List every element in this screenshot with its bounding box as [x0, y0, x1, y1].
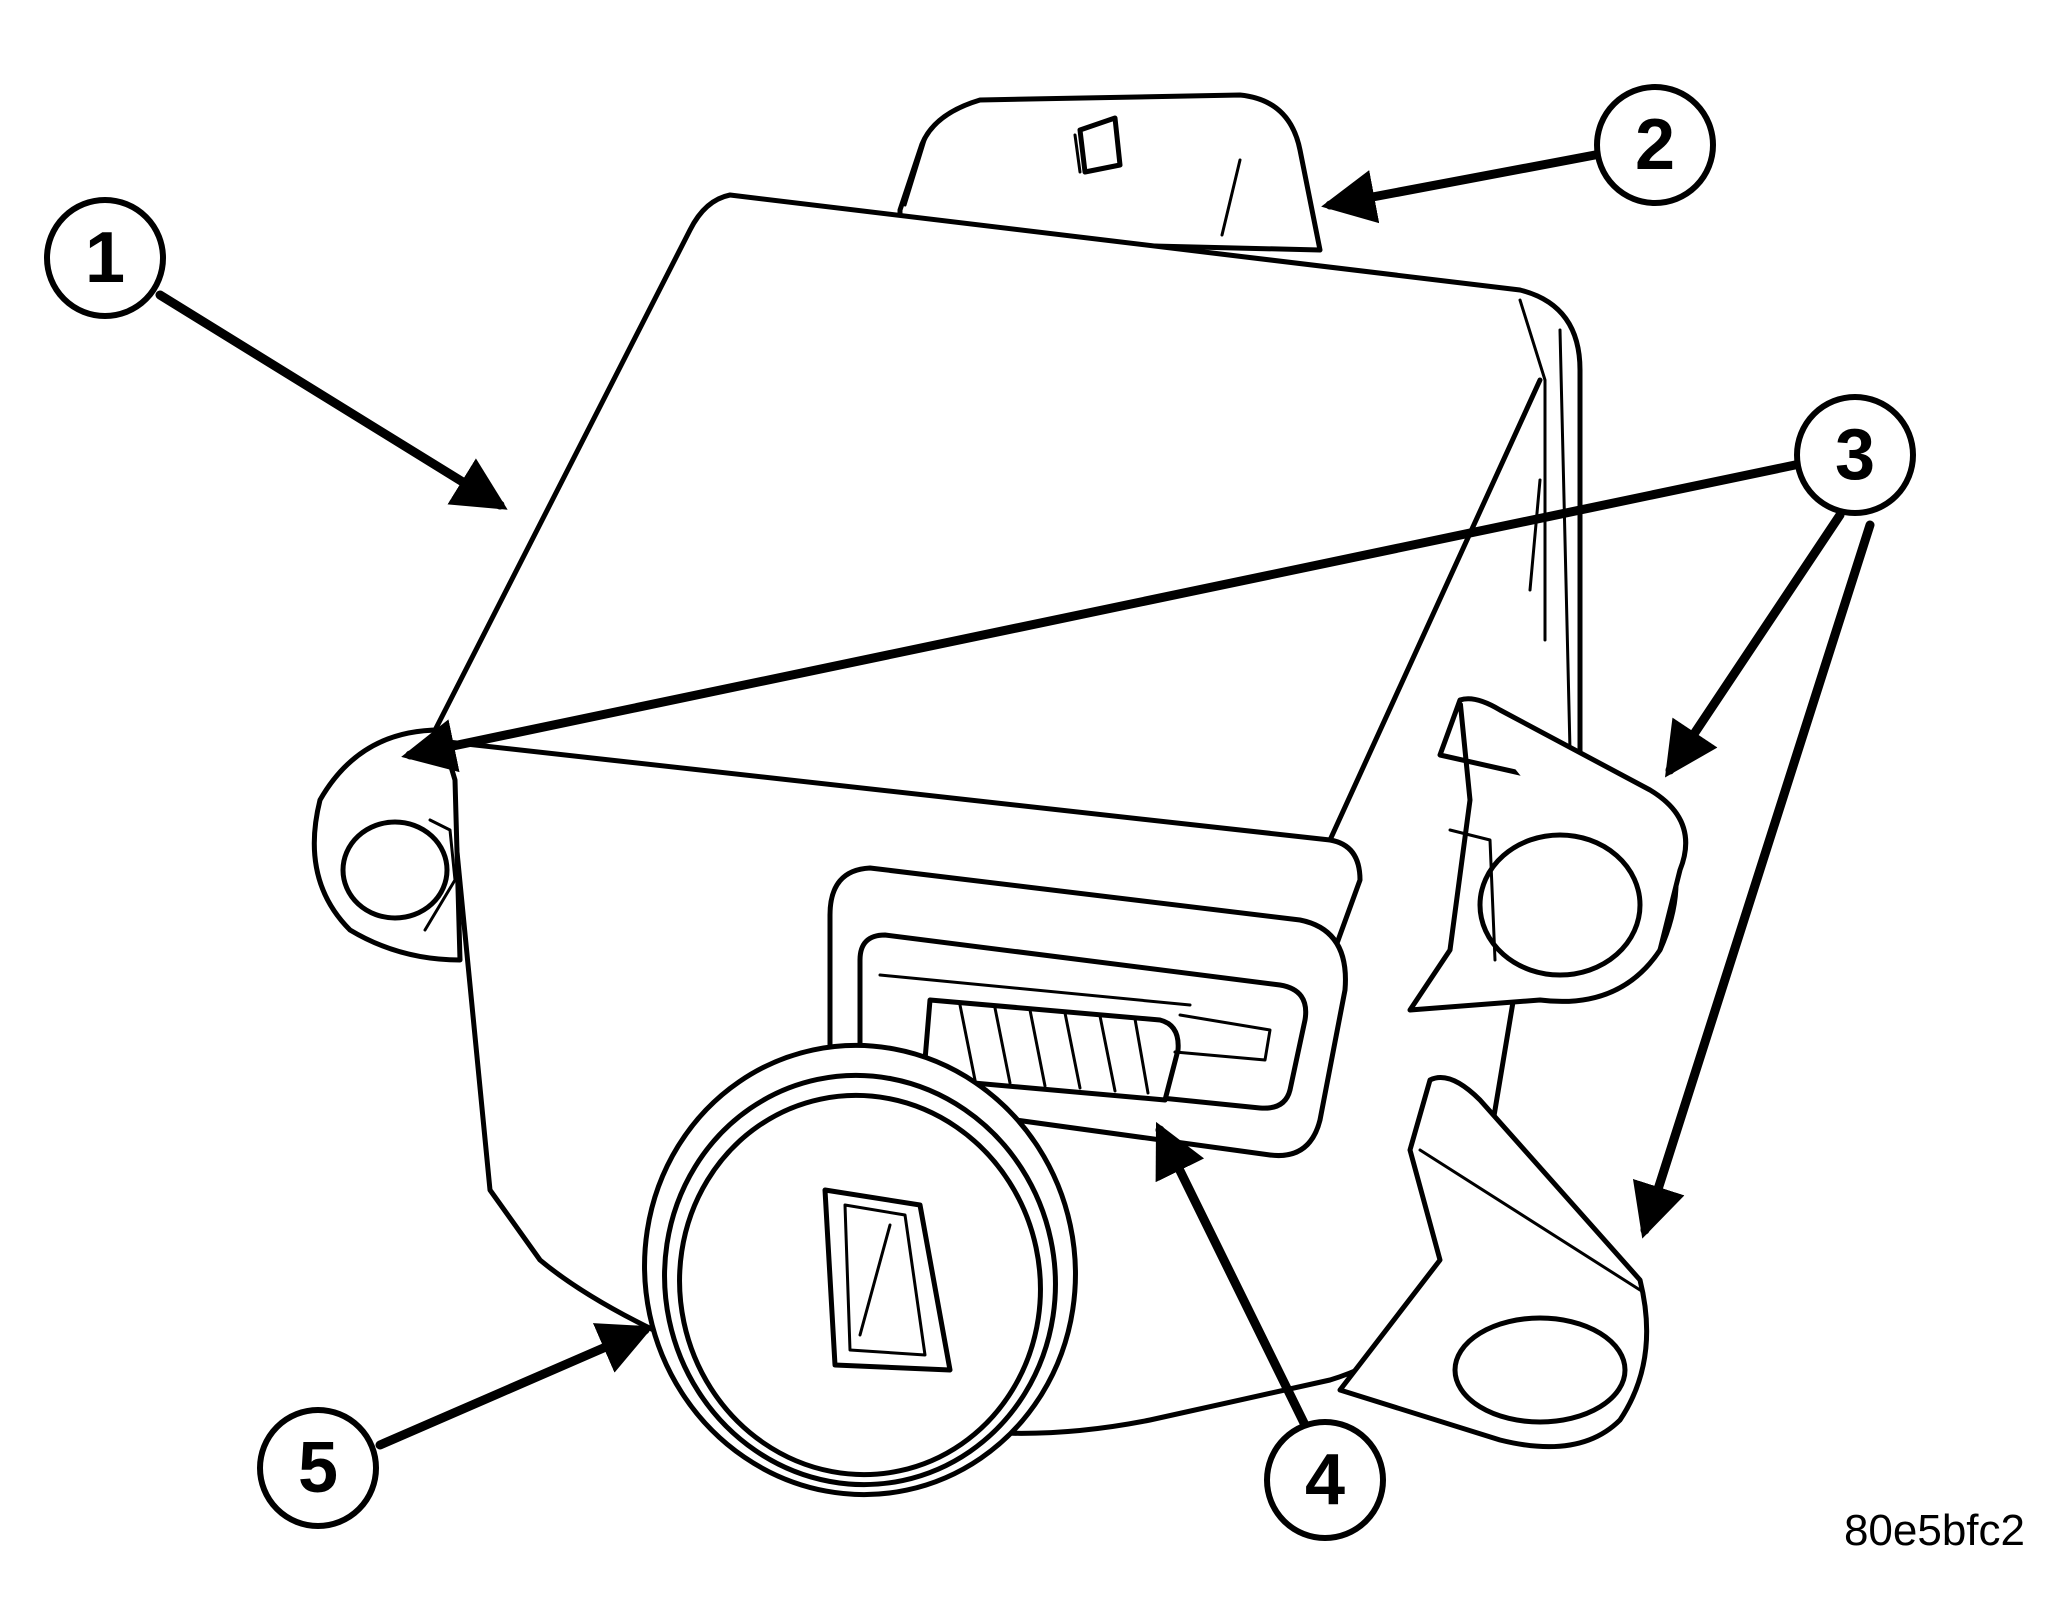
leader-lines — [155, 150, 1875, 1450]
top-connector — [897, 92, 1323, 253]
callout-5: 5 — [257, 1407, 379, 1529]
wiring-connector — [827, 865, 1348, 1159]
callout-2-number: 2 — [1635, 105, 1675, 185]
leader-arrow-3a — [401, 460, 1800, 773]
leader-arrow-2 — [1321, 150, 1600, 224]
callout-4-number: 4 — [1305, 1440, 1345, 1520]
lower-right-mounting-ear — [1337, 1075, 1650, 1450]
leader-arrow-3b — [1665, 510, 1845, 778]
left-mounting-ear — [311, 727, 463, 963]
leader-arrow-4 — [1155, 1121, 1310, 1430]
callout-5-number: 5 — [298, 1428, 338, 1508]
callout-1: 1 — [44, 197, 166, 319]
sensor-face — [642, 1042, 1078, 1498]
figure-id-code: 80e5bfc2 — [1844, 1506, 2025, 1555]
callout-3: 3 — [1794, 394, 1916, 516]
leader-arrow-5 — [375, 1323, 654, 1450]
callout-3-number: 3 — [1835, 415, 1875, 495]
leader-arrow-1 — [155, 290, 508, 510]
callout-2: 2 — [1594, 84, 1716, 206]
callout-1-number: 1 — [85, 218, 125, 298]
upper-right-mounting-ear — [1407, 696, 1689, 1013]
leader-arrow-3c — [1632, 520, 1875, 1239]
callout-4: 4 — [1264, 1419, 1386, 1541]
